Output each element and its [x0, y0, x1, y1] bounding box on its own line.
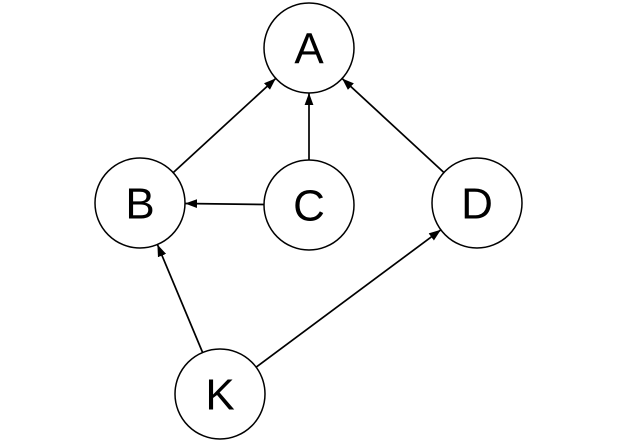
node-B: B [94, 157, 186, 249]
node-B-circle [94, 157, 186, 249]
node-K-circle [174, 348, 266, 440]
node-C-label: C [293, 181, 325, 230]
edge-K-to-B [156, 244, 204, 353]
node-D-circle [431, 157, 523, 249]
node-K-label: K [205, 370, 234, 419]
node-A-circle [263, 2, 355, 94]
node-D-label: D [461, 179, 493, 228]
edge-C-to-B [184, 199, 265, 209]
node-A-label: A [294, 24, 324, 73]
node-B-label: B [125, 179, 154, 228]
node-C: C [263, 159, 355, 251]
node-A: A [263, 2, 355, 94]
edge-B-to-A [172, 77, 277, 174]
node-C-circle [263, 159, 355, 251]
edge-D-to-A [341, 77, 445, 174]
node-K: K [174, 348, 266, 440]
edge-K-to-D [255, 229, 442, 368]
node-D: D [431, 157, 523, 249]
